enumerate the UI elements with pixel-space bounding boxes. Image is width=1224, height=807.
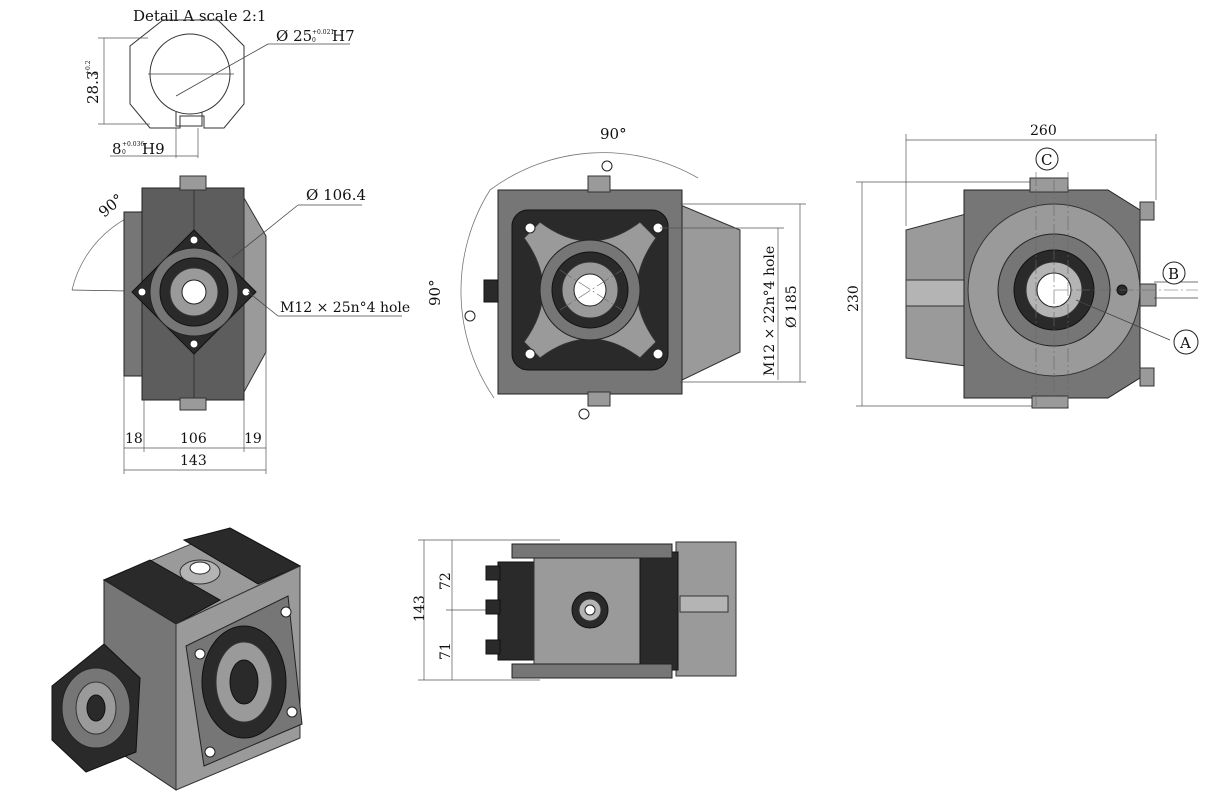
front-centermark-b bbox=[559, 269, 623, 311]
iso-top-plug-head bbox=[189, 561, 211, 575]
front-bottom-plug bbox=[587, 391, 611, 407]
detail-bore-label: Ø 25 bbox=[276, 27, 312, 45]
front-bolt-br bbox=[652, 348, 664, 360]
detail-title: Detail A scale 2:1 bbox=[133, 7, 266, 25]
front-view: 90° 90° M12 × 22n°4 hole Ø 185 bbox=[426, 125, 806, 420]
iso-right-bore bbox=[229, 659, 259, 705]
front-bottom-plug-head bbox=[578, 408, 590, 420]
front-hole-label: M12 × 22n°4 hole bbox=[762, 246, 778, 376]
detail-key-tol-upper: +0.036 bbox=[122, 141, 144, 148]
bottom-view: 143 72 71 bbox=[412, 539, 737, 681]
left-diameter-label: Ø 106.4 bbox=[306, 186, 366, 204]
bottom-bolt-2 bbox=[485, 599, 501, 615]
left-view-bore bbox=[181, 279, 207, 305]
left-view-bolt-bottom bbox=[189, 339, 199, 349]
bottom-bottom-rib bbox=[511, 663, 673, 679]
right-height-label: 230 bbox=[846, 285, 862, 312]
front-shaft-housing bbox=[677, 203, 741, 383]
front-bore bbox=[573, 273, 607, 307]
left-dim-right: 19 bbox=[244, 431, 262, 447]
right-view: 260 230 C B A bbox=[846, 123, 1199, 409]
left-dim-total: 143 bbox=[180, 453, 207, 469]
detail-hub-outline bbox=[129, 19, 245, 129]
marker-b-label: B bbox=[1168, 265, 1179, 283]
isometric-view bbox=[51, 527, 303, 791]
right-bottom-plug bbox=[1031, 395, 1069, 409]
front-centermark-a bbox=[559, 269, 623, 311]
marker-b-circle bbox=[1162, 261, 1186, 285]
left-angle-label: 90° bbox=[95, 190, 127, 221]
right-side-bolt-bottom bbox=[1139, 367, 1155, 387]
iso-right-bolt-4 bbox=[204, 746, 216, 758]
front-angle-top-label: 90° bbox=[600, 125, 627, 143]
left-hole-label: M12 × 25n°4 hole bbox=[280, 300, 410, 316]
left-dim-body: 106 bbox=[180, 431, 207, 447]
front-angle-arc-left bbox=[460, 189, 495, 399]
left-view-bolt-left bbox=[137, 287, 147, 297]
detail-key-tol-lower: 0 bbox=[122, 149, 126, 156]
detail-bore-tol-lower: 0 bbox=[312, 37, 316, 44]
detail-bore-leader bbox=[175, 43, 269, 97]
detail-key-fit: H9 bbox=[142, 140, 165, 158]
detail-bore-tol-upper: +0.021 bbox=[312, 29, 334, 36]
front-side-plug-head bbox=[464, 310, 476, 322]
front-top-plug-head bbox=[601, 160, 613, 172]
detail-bore-fit: H7 bbox=[332, 27, 355, 45]
bottom-shaft bbox=[679, 595, 729, 613]
front-bolt-tl bbox=[524, 222, 536, 234]
marker-c-label: C bbox=[1041, 151, 1052, 169]
bottom-upper-label: 72 bbox=[438, 572, 454, 590]
bottom-left-flange bbox=[497, 561, 539, 661]
front-diameter-label: Ø 185 bbox=[784, 285, 800, 328]
left-hole-leader bbox=[247, 291, 279, 317]
bottom-drain-center bbox=[584, 604, 596, 616]
bottom-lower-label: 71 bbox=[438, 642, 454, 660]
iso-right-bolt-1 bbox=[194, 648, 206, 660]
marker-a-circle bbox=[1173, 329, 1199, 355]
left-view: 90° Ø 106.4 M12 × 25n°4 hole 18 bbox=[71, 175, 410, 474]
detail-height-tol-lower: 0 bbox=[93, 71, 100, 75]
right-side-bolt-top bbox=[1139, 201, 1155, 221]
detail-height-label: 28.3 bbox=[84, 71, 102, 104]
left-view-bottom-plug bbox=[179, 397, 207, 411]
left-diameter-leader bbox=[231, 204, 299, 259]
left-view-top-plug bbox=[179, 175, 207, 191]
front-top-plug bbox=[587, 175, 611, 193]
bottom-top-rib bbox=[511, 543, 673, 559]
marker-c-circle bbox=[1035, 147, 1059, 171]
iso-right-bolt-2 bbox=[280, 606, 292, 618]
bottom-total-label: 143 bbox=[412, 595, 428, 622]
front-angle-left-label: 90° bbox=[426, 279, 444, 306]
bottom-bolt-1 bbox=[485, 565, 501, 581]
iso-right-bolt-3 bbox=[286, 706, 298, 718]
left-view-bolt-right bbox=[241, 287, 251, 297]
front-side-plug bbox=[483, 279, 499, 303]
bottom-bolt-3 bbox=[485, 639, 501, 655]
marker-a-label: A bbox=[1179, 334, 1191, 352]
right-side-bolt-mid bbox=[1139, 283, 1157, 307]
left-view-bolt-top bbox=[189, 235, 199, 245]
front-angle-arc-top bbox=[489, 152, 699, 191]
iso-left-bore bbox=[86, 694, 106, 722]
front-bolt-bl bbox=[524, 348, 536, 360]
right-width-label: 260 bbox=[1030, 123, 1057, 139]
left-dim-left: 18 bbox=[125, 431, 143, 447]
right-a-leader bbox=[1075, 299, 1171, 341]
bottom-right-rib bbox=[639, 551, 679, 671]
detail-a-view: Detail A scale 2:1 Ø 25 +0.021 0 H7 28.3… bbox=[84, 7, 355, 158]
detail-keyway bbox=[175, 112, 203, 127]
detail-key-label: 8 bbox=[112, 140, 122, 158]
detail-height-tol-upper: +0.2 bbox=[85, 60, 92, 75]
